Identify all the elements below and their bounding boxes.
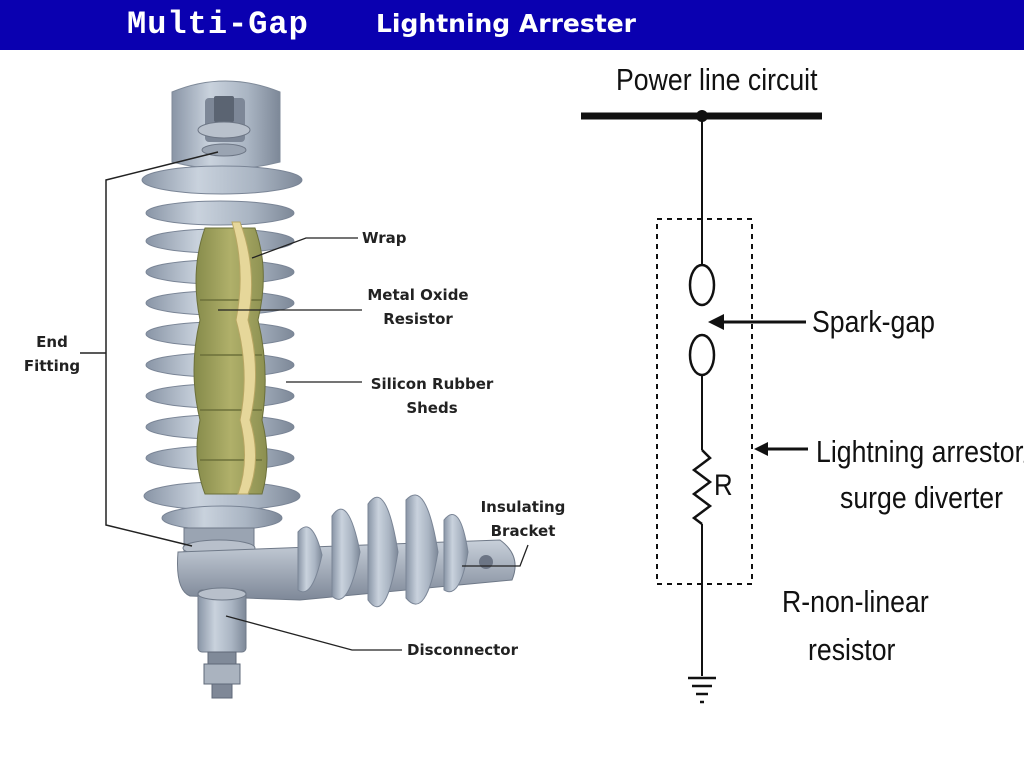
wrap-layer [231, 221, 257, 495]
label-wrap: Wrap [362, 229, 407, 247]
label-silicon-line1: Silicon Rubber [370, 375, 494, 393]
circuit-schematic [581, 110, 822, 704]
label-end-fitting-line2: Fitting [23, 357, 81, 375]
label-surge-diverter: surge diverter [840, 480, 1003, 515]
arrester-arrow [754, 442, 808, 456]
label-insulating-bracket: Insulating Bracket [478, 495, 568, 543]
label-resistor-symbol: R [714, 469, 733, 502]
spark-gap-arrow [708, 314, 806, 330]
label-insulating-line2: Bracket [490, 522, 556, 540]
title-main: Multi-Gap [127, 6, 309, 43]
arrester-illustration [80, 80, 529, 699]
spark-gap-top-electrode [688, 263, 716, 307]
label-end-fitting: End Fitting [22, 330, 82, 378]
label-disconnector: Disconnector [407, 641, 519, 659]
metal-oxide-resistor [193, 227, 268, 495]
label-r-non-linear: R-non-linear [782, 584, 929, 619]
label-power-line-circuit: Power line circuit [616, 62, 818, 97]
label-resistor-text: resistor [808, 632, 896, 667]
label-insulating-line1: Insulating [480, 498, 566, 516]
spark-gap-bottom-electrode [688, 333, 716, 377]
label-lightning-arrestor: Lightning arrestor/ [816, 434, 1024, 469]
label-silicon-rubber-sheds: Silicon Rubber Sheds [366, 372, 498, 420]
resistor-symbol [691, 449, 713, 525]
label-metal-oxide-line2: Resistor [383, 310, 453, 328]
disconnector [197, 587, 247, 699]
label-spark-gap: Spark-gap [812, 304, 936, 339]
title-bar: Multi-Gap Lightning Arrester [0, 0, 1024, 50]
label-metal-oxide-line1: Metal Oxide [367, 286, 469, 304]
label-silicon-line2: Sheds [406, 399, 458, 417]
label-end-fitting-line1: End [36, 333, 68, 351]
label-metal-oxide-resistor: Metal Oxide Resistor [362, 283, 474, 331]
insulating-bracket [177, 494, 516, 608]
title-sub: Lightning Arrester [376, 9, 636, 38]
ground-symbol [688, 676, 716, 704]
